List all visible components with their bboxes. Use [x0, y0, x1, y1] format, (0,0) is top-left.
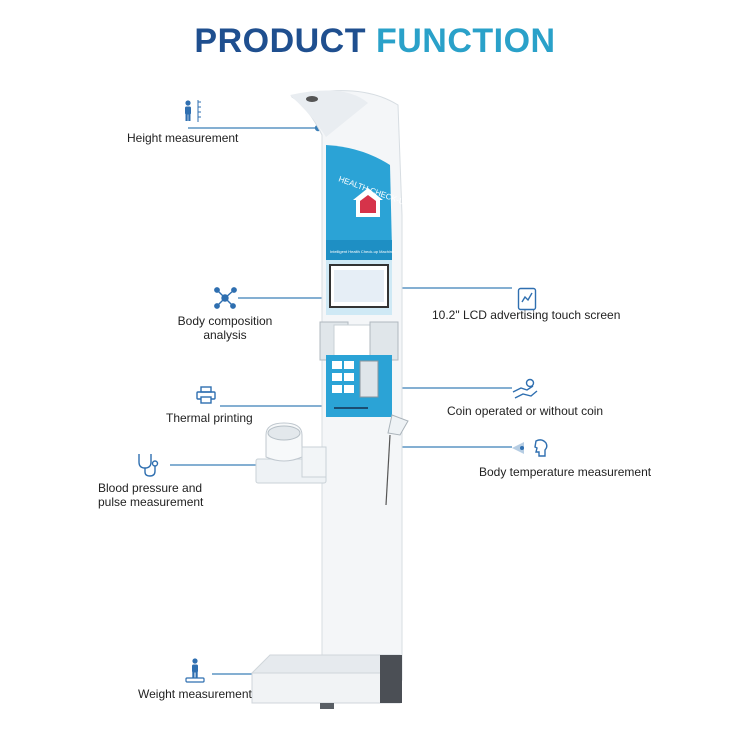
label-weight-measurement: Weight measurement — [138, 687, 252, 701]
health-checkup-machine: HEALTH CHECK-UP Intelligent Health Check… — [250, 90, 411, 709]
person-height-icon — [185, 100, 201, 122]
label-body-composition: Body composition analysis — [160, 314, 290, 342]
tablet-chart-icon — [517, 287, 537, 311]
title-word-function: FUNCTION — [375, 22, 556, 60]
molecule-icon — [214, 287, 237, 309]
label-body-temperature: Body temperature measurement — [479, 465, 652, 479]
printer-icon — [196, 386, 216, 404]
label-blood-pressure-line2: pulse measurement — [98, 495, 204, 509]
label-body-composition-line2: analysis — [203, 328, 247, 342]
coin-hand-icon — [512, 378, 538, 399]
machine-screen-caption: Intelligent Health Check-up Machine — [330, 249, 395, 254]
label-thermal-printing: Thermal printing — [166, 411, 253, 425]
label-blood-pressure-line1: Blood pressure and — [98, 481, 203, 495]
page-title: PRODUCT FUNCTION — [0, 22, 750, 61]
label-lcd-touch-screen: 10.2" LCD advertising touch screen — [432, 308, 621, 322]
label-blood-pressure: Blood pressure and pulse measurement — [98, 481, 203, 509]
label-height-measurement: Height measurement — [127, 131, 239, 145]
label-body-composition-line1: Body composition — [177, 314, 273, 328]
label-coin-operated: Coin operated or without coin — [447, 404, 604, 418]
face-thermometer-icon — [512, 439, 548, 457]
title-word-product: PRODUCT — [194, 22, 366, 60]
scale-person-icon — [185, 658, 205, 683]
stethoscope-icon — [138, 454, 159, 477]
